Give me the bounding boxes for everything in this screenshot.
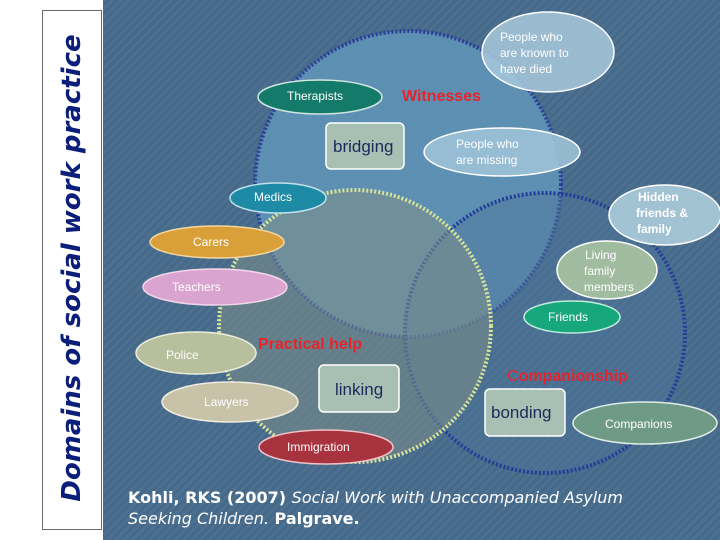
citation: Kohli, RKS (2007) Social Work with Unacc…	[128, 487, 623, 529]
medics-label: Medics	[254, 190, 292, 204]
companions-ellipse	[572, 401, 718, 445]
bridging-label: bridging	[333, 137, 394, 156]
medics-ellipse	[229, 182, 327, 214]
lawyers-ellipse	[161, 381, 299, 423]
citation-author: Kohli, RKS (2007)	[128, 488, 292, 507]
living-family-label: Living family members	[584, 248, 634, 294]
slide-title: Domains of social work practice	[57, 34, 87, 502]
carers-label: Carers	[193, 235, 229, 249]
police-label: Police	[166, 348, 199, 362]
therapists-label: Therapists	[287, 89, 343, 103]
people-missing-ellipse	[423, 127, 581, 177]
immigration-ellipse	[258, 429, 394, 465]
living-family-ellipse	[556, 240, 658, 300]
linking-box	[318, 364, 400, 413]
citation-title-line1: Social Work with Unaccompanied Asylum	[291, 488, 623, 507]
sidebar: Domains of social work practice	[0, 0, 103, 540]
teachers-ellipse	[142, 268, 288, 306]
bonding-label: bonding	[491, 403, 552, 422]
witnesses-label: Witnesses	[402, 88, 481, 105]
bridging-box	[325, 122, 405, 170]
carers-ellipse	[149, 225, 285, 259]
hidden-friends-label: Hidden friends & family	[636, 190, 691, 236]
companions-label: Companions	[605, 417, 672, 431]
domains-diagram: People who are known to have died Therap…	[135, 11, 720, 475]
citation-title-line2: Seeking Children.	[128, 509, 269, 528]
people-missing-label: People who are missing	[456, 137, 522, 167]
bonding-box	[484, 388, 566, 437]
citation-publisher: Palgrave.	[268, 509, 360, 528]
friends-label: Friends	[548, 310, 588, 324]
people-died-ellipse	[481, 11, 615, 93]
sidebar-frame	[42, 10, 102, 530]
practical-help-label: Practical help	[258, 336, 362, 353]
police-ellipse	[135, 331, 257, 375]
teachers-label: Teachers	[172, 280, 221, 294]
companionship-label: Companionship	[507, 368, 628, 385]
immigration-label: Immigration	[287, 440, 350, 454]
linking-label: linking	[335, 380, 383, 399]
lawyers-label: Lawyers	[204, 395, 249, 409]
people-died-label: People who are known to have died	[500, 30, 572, 76]
therapists-ellipse	[257, 79, 383, 115]
hidden-friends-ellipse	[608, 184, 720, 246]
friends-ellipse	[523, 300, 621, 334]
